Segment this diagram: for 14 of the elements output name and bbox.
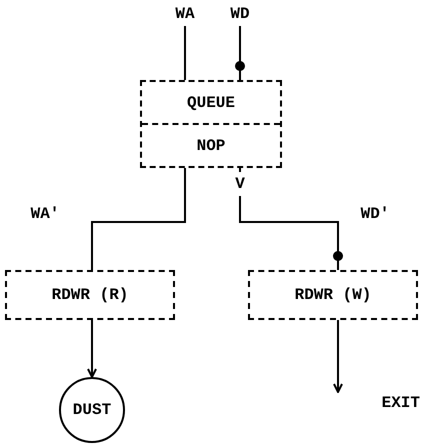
signal-label: EXIT [330,392,420,414]
connector-line [239,168,343,270]
signal-label: WD [220,2,260,26]
process-box: RDWR (R) [5,270,175,320]
box-text: NOP [196,136,226,156]
arrow [333,320,343,393]
queue-box [140,80,282,168]
connector-line [235,26,245,80]
process-box: RDWR (W) [248,270,418,320]
signal-label: WA [165,2,205,26]
arrow [87,320,97,378]
box-text: QUEUE [186,92,235,114]
connector-line [91,168,186,270]
connector-line [184,26,186,80]
